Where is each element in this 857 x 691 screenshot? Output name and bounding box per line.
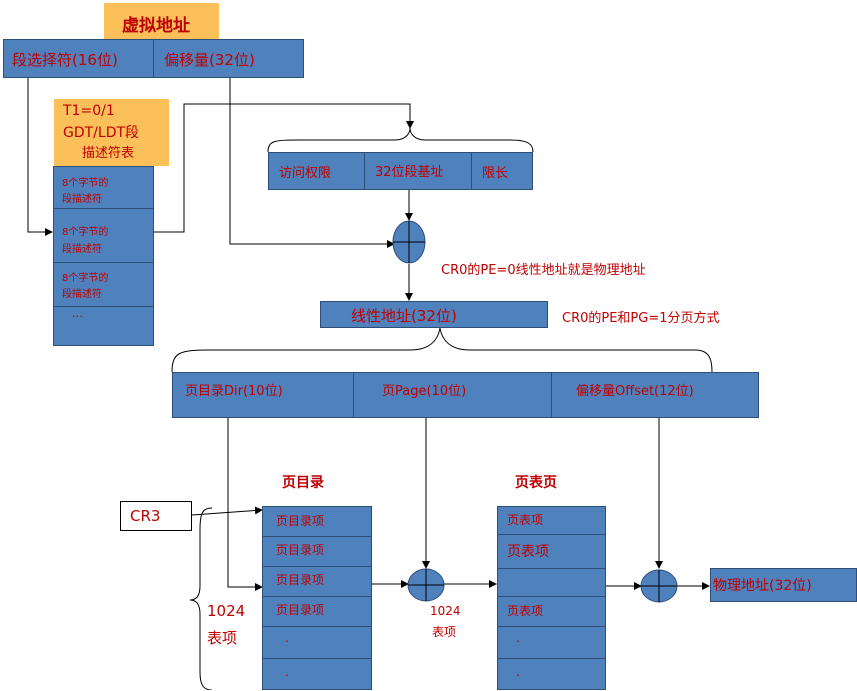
- cr3-label: CR3: [130, 507, 161, 525]
- segment-limit-field: 限长: [472, 153, 534, 189]
- cr3-to-directory-line: [191, 506, 263, 516]
- descriptor-entry-line2: 段描述符: [62, 194, 102, 205]
- page-table-title: 页表页: [515, 475, 557, 491]
- segment-selector-field: 段选择符(16位): [4, 40, 154, 77]
- page-table-entry: .: [498, 659, 605, 691]
- page-directory-entry: .: [263, 627, 371, 659]
- page-offset-label: 偏移量Offset(12位): [576, 384, 694, 399]
- note-paging: CR0的PE和PG=1分页方式: [562, 311, 720, 326]
- offset-field: 偏移量(32位): [154, 40, 304, 77]
- page-table-entry-label: .: [516, 631, 520, 645]
- dir-label: 页目录Dir(10位): [185, 384, 283, 399]
- linear-address-label: 线性地址(32位): [351, 307, 457, 325]
- descriptor-entry-line2: 段描述符: [62, 289, 102, 300]
- table-to-descriptor-line: [154, 103, 414, 233]
- linear-address-split: 页目录Dir(10位) 页Page(10位) 偏移量Offset(12位): [172, 372, 759, 418]
- page-table-entry-label: .: [516, 665, 520, 679]
- descriptor-entry-line2: 段描述符: [62, 244, 102, 255]
- linear-address: 线性地址(32位): [320, 301, 548, 328]
- page-table-entry-label: 页表项: [507, 513, 544, 527]
- entry-count-mid-number: 1024: [430, 604, 461, 618]
- entry-count-mid-unit: 表项: [432, 625, 457, 639]
- descriptor-table: 8个字节的 段描述符 8个字节的 段描述符 8个字节的 段描述符 …: [53, 166, 154, 346]
- page-label: 页Page(10位): [382, 384, 467, 399]
- entry-count-left-unit: 表项: [207, 629, 238, 647]
- page-directory-entry: .: [263, 659, 371, 691]
- note-pe0: CR0的PE=0线性地址就是物理地址: [441, 263, 646, 278]
- page-table-entry: .: [498, 627, 605, 659]
- gdt-label-line3: 描述符表: [82, 146, 135, 161]
- page-directory-entry: 页目录项: [263, 567, 371, 597]
- offset-to-adder-line: [229, 78, 395, 248]
- adder-physical: [640, 569, 678, 603]
- descriptor-entry: 8个字节的 段描述符: [54, 167, 153, 209]
- descriptor-entry: 8个字节的 段描述符: [54, 209, 153, 263]
- page-directory-entry-label: 页目录项: [276, 603, 325, 617]
- page-directory-entry: 页目录项: [263, 597, 371, 627]
- segment-base-label: 32位段基址: [375, 165, 444, 180]
- dir-to-directory-line: [227, 418, 263, 591]
- virtual-address-title-text: 虚拟地址: [122, 16, 190, 36]
- gdt-ldt-label: T1=0/1 GDT/LDT段 描述符表: [54, 99, 169, 166]
- page-offset-field: 偏移量Offset(12位): [552, 373, 760, 417]
- segment-base-field: 32位段基址: [365, 153, 472, 189]
- descriptor-entry-line1: 8个字节的: [62, 178, 109, 189]
- cr3-register: CR3: [120, 501, 192, 531]
- entry-count-left-number: 1024: [207, 602, 246, 620]
- page-table: 页表项 页表项 页表项 . .: [497, 506, 606, 690]
- offset-label: 偏移量(32位): [164, 51, 255, 69]
- page-directory-entry: 页目录项: [263, 537, 371, 567]
- page-table-entry: 页表项: [498, 535, 605, 569]
- page-field: 页Page(10位): [354, 373, 552, 417]
- gdt-label-line2: GDT/LDT段: [63, 125, 140, 141]
- page-table-entry: [498, 569, 605, 597]
- descriptor-entry: 8个字节的 段描述符: [54, 263, 153, 307]
- descriptor-ellipsis: …: [72, 307, 83, 320]
- linear-brace: [171, 327, 713, 373]
- segment-limit-label: 限长: [482, 166, 509, 181]
- page-table-entry-label: 页表项: [507, 604, 544, 618]
- adder-segment: [392, 220, 426, 264]
- page-directory-entry-label: 页目录项: [276, 514, 325, 528]
- page-directory-entry-label: .: [285, 665, 289, 679]
- descriptor-entry-line1: 8个字节的: [62, 227, 109, 238]
- selector-to-table-line: [27, 78, 53, 236]
- descriptor-brace: [267, 127, 534, 153]
- segment-selector-label: 段选择符(16位): [12, 51, 118, 69]
- page-table-entry-label: 页表项: [507, 544, 549, 560]
- page-directory-entry-label: 页目录项: [276, 573, 325, 587]
- virtual-address-bar: 段选择符(16位) 偏移量(32位): [3, 39, 304, 78]
- gdt-label-line1: T1=0/1: [63, 103, 115, 119]
- page-directory-entry: 页目录项: [263, 507, 371, 537]
- access-rights-field: 访问权限: [269, 153, 365, 189]
- segment-descriptor: 访问权限 32位段基址 限长: [268, 152, 533, 190]
- descriptor-entry-ellipsis: …: [54, 307, 153, 347]
- page-directory: 页目录项 页目录项 页目录项 页目录项 . .: [262, 506, 372, 690]
- page-directory-entry-label: .: [285, 631, 289, 645]
- descriptor-entry-line1: 8个字节的: [62, 273, 109, 284]
- virtual-address-title: 虚拟地址: [104, 3, 219, 40]
- page-directory-title: 页目录: [282, 475, 324, 491]
- physical-address: 物理地址(32位): [710, 568, 857, 602]
- page-directory-entry-label: 页目录项: [276, 543, 325, 557]
- physical-address-label: 物理地址(32位): [713, 578, 812, 594]
- page-table-entry: 页表项: [498, 597, 605, 627]
- dir-field: 页目录Dir(10位): [173, 373, 354, 417]
- access-rights-label: 访问权限: [279, 166, 332, 181]
- page-table-entry: 页表项: [498, 507, 605, 535]
- adder-directory: [407, 568, 445, 602]
- entries-brace: [189, 507, 213, 690]
